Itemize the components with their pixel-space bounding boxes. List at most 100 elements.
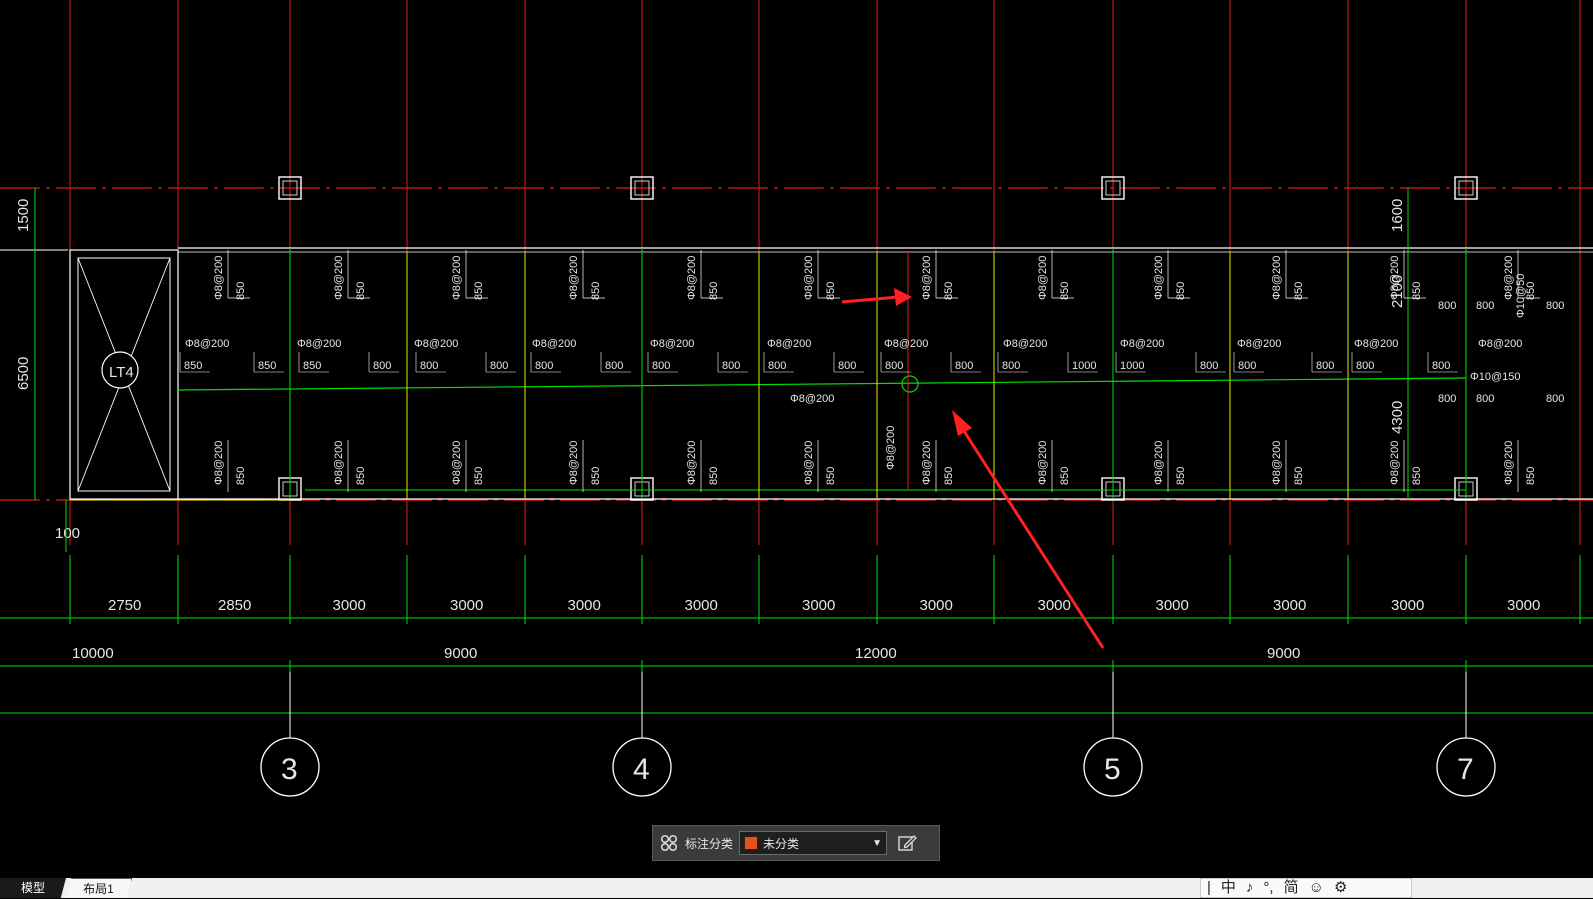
- stair-frame: [69, 249, 179, 500]
- len-bottom-8: 850: [1175, 467, 1187, 485]
- len-mid-16: 1000: [1120, 360, 1144, 372]
- tab-model[interactable]: 模型: [0, 878, 66, 898]
- dim-left-6500: 6500: [15, 357, 32, 390]
- len-mid-21: 800: [1432, 360, 1450, 372]
- column-top-2: [1101, 176, 1125, 200]
- dim-row-1-4: 3000: [568, 597, 601, 614]
- rebar-mid-8: Φ8@200: [1120, 338, 1164, 350]
- axis-label-7: 7: [1457, 753, 1474, 786]
- ime-chinese-toggle[interactable]: 中: [1220, 879, 1236, 896]
- rebar-bottom-3: Φ8@200: [568, 441, 580, 485]
- tab-layout1[interactable]: 布局1: [66, 878, 132, 898]
- rebar-top-6: Φ8@200: [921, 256, 933, 300]
- axis-bubble-1: [612, 737, 672, 797]
- rebar-center: Φ8@200: [790, 393, 834, 405]
- annotation-arrow-1-head: [894, 288, 912, 306]
- ime-moon-icon[interactable]: ♪: [1245, 879, 1254, 896]
- len-top-9: 850: [1293, 282, 1305, 300]
- annotation-category-select[interactable]: 未分类 ▼: [739, 831, 888, 855]
- rebar-right-alt: Φ10@50: [1515, 274, 1527, 318]
- right-len-a-2: 800: [1546, 300, 1564, 312]
- grid-icon[interactable]: [659, 833, 679, 853]
- rebar-bottom-11: Φ8@200: [1503, 441, 1515, 485]
- dim-row-1-8: 3000: [1038, 597, 1071, 614]
- annotation-category-toolbar: 标注分类 未分类 ▼: [652, 825, 940, 861]
- dim-row-2-0: 10000: [72, 645, 114, 662]
- len-bottom-11: 850: [1525, 467, 1537, 485]
- emoji-icon[interactable]: ☺: [1308, 879, 1324, 896]
- ime-punct-icon[interactable]: °,: [1263, 879, 1274, 896]
- rebar-mid-10: Φ8@200: [1354, 338, 1398, 350]
- rebar-top-7: Φ8@200: [1037, 256, 1049, 300]
- annotation-category-label: 标注分类: [685, 836, 734, 851]
- right-len-b-1: 800: [1476, 393, 1494, 405]
- len-top-2: 850: [473, 282, 485, 300]
- column-top-inner-0: [282, 180, 298, 196]
- rebar-mid-5: Φ8@200: [767, 338, 811, 350]
- dim-row-2-2: 12000: [855, 645, 897, 662]
- rebar-bottom-8: Φ8@200: [1153, 441, 1165, 485]
- rebar-bottom-1: Φ8@200: [333, 441, 345, 485]
- column-top-3: [1454, 176, 1478, 200]
- axis-bubble-3: [1436, 737, 1496, 797]
- len-bottom-0: 850: [235, 467, 247, 485]
- len-mid-2: 850: [303, 360, 321, 372]
- column-top-inner-3: [1458, 180, 1474, 196]
- len-mid-6: 800: [535, 360, 553, 372]
- rebar-top-3: Φ8@200: [568, 256, 580, 300]
- len-bottom-4: 850: [708, 467, 720, 485]
- rebar-mid-11: Φ8@200: [1478, 338, 1522, 350]
- len-mid-0: 850: [184, 360, 202, 372]
- dim-right-top: 1600: [1389, 199, 1406, 232]
- len-bottom-9: 850: [1293, 467, 1305, 485]
- dim-row-1-10: 3000: [1273, 597, 1306, 614]
- len-mid-9: 800: [722, 360, 740, 372]
- rebar-mid-7: Φ8@200: [1003, 338, 1047, 350]
- ime-divider: |: [1207, 879, 1211, 896]
- dim-row-1-2: 3000: [333, 597, 366, 614]
- right-len-b-0: 800: [1438, 393, 1456, 405]
- rebar-bottom-5: Φ8@200: [803, 441, 815, 485]
- ime-simplified-toggle[interactable]: 简: [1283, 879, 1299, 896]
- stair-inner-frame: [77, 257, 171, 492]
- len-top-10: 850: [1411, 282, 1423, 300]
- len-mid-20: 800: [1356, 360, 1374, 372]
- dim-row-1-0: 2750: [108, 597, 141, 614]
- annotation-arrow-2: [960, 427, 1105, 649]
- len-mid-14: 800: [1002, 360, 1020, 372]
- len-mid-19: 800: [1316, 360, 1334, 372]
- len-bottom-1: 850: [355, 467, 367, 485]
- len-top-11: 850: [1525, 282, 1537, 300]
- rebar-mid-0: Φ8@200: [185, 338, 229, 350]
- rebar-alt: Φ10@150: [1470, 371, 1521, 383]
- rebar-mid-9: Φ8@200: [1237, 338, 1281, 350]
- rebar-top-4: Φ8@200: [686, 256, 698, 300]
- len-mid-4: 800: [420, 360, 438, 372]
- rebar-bottom-6: Φ8@200: [921, 441, 933, 485]
- column-top-0: [278, 176, 302, 200]
- dim-row-1-1: 2850: [218, 597, 251, 614]
- rebar-top-2: Φ8@200: [451, 256, 463, 300]
- chevron-down-icon: ▼: [872, 837, 883, 849]
- edit-button[interactable]: [893, 830, 921, 856]
- rebar-center-vertical: Φ8@200: [885, 426, 897, 470]
- len-top-5: 850: [825, 282, 837, 300]
- rebar-mid-3: Φ8@200: [532, 338, 576, 350]
- annotation-category-value: 未分类: [763, 836, 800, 851]
- len-mid-1: 850: [258, 360, 276, 372]
- len-top-4: 850: [708, 282, 720, 300]
- dim-right-2100: 2100: [1389, 275, 1406, 308]
- len-mid-10: 800: [768, 360, 786, 372]
- dim-left-top: 1500: [15, 199, 32, 232]
- right-len-a-1: 800: [1476, 300, 1494, 312]
- dim-right-4300: 4300: [1389, 401, 1406, 434]
- len-top-7: 850: [1059, 282, 1071, 300]
- len-top-6: 850: [943, 282, 955, 300]
- axis-label-5: 5: [1104, 753, 1121, 786]
- gear-icon[interactable]: ⚙: [1333, 879, 1348, 896]
- rebar-bottom-0: Φ8@200: [213, 441, 225, 485]
- rebar-bottom-7: Φ8@200: [1037, 441, 1049, 485]
- rebar-top-5: Φ8@200: [803, 256, 815, 300]
